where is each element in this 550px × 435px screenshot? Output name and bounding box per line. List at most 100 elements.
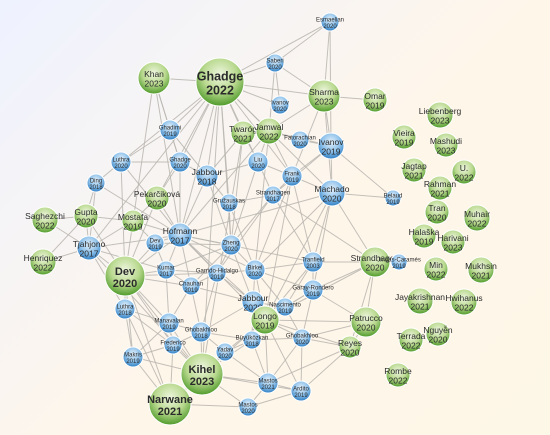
- node-circle[interactable]: [220, 234, 242, 256]
- node-circle[interactable]: [195, 164, 219, 188]
- node-circle[interactable]: [350, 306, 382, 338]
- node-circle[interactable]: [230, 120, 256, 146]
- node-circle[interactable]: [265, 53, 285, 73]
- node-circle[interactable]: [244, 259, 266, 281]
- node-circle[interactable]: [145, 233, 165, 253]
- node-circle[interactable]: [385, 362, 411, 388]
- node-circle[interactable]: [359, 246, 391, 278]
- node-circle[interactable]: [250, 305, 280, 335]
- node-circle[interactable]: [257, 372, 279, 394]
- node-circle[interactable]: [424, 199, 450, 225]
- node-circle[interactable]: [290, 380, 312, 402]
- node-circle[interactable]: [86, 173, 106, 193]
- node-circle[interactable]: [263, 185, 283, 205]
- node-circle[interactable]: [426, 101, 454, 129]
- node-circle[interactable]: [181, 276, 201, 296]
- node-circle[interactable]: [292, 328, 312, 348]
- node-circle[interactable]: [148, 382, 192, 426]
- node-circle[interactable]: [163, 335, 183, 355]
- node-circle[interactable]: [195, 57, 245, 107]
- node-circle[interactable]: [440, 229, 466, 255]
- node-circle[interactable]: [159, 119, 181, 141]
- node-circle[interactable]: [158, 312, 180, 334]
- node-circle[interactable]: [238, 397, 258, 417]
- node-circle[interactable]: [167, 222, 193, 248]
- node-circle[interactable]: [398, 327, 424, 353]
- node-circle[interactable]: [190, 321, 212, 343]
- node-circle[interactable]: [180, 352, 224, 396]
- node-circle[interactable]: [169, 151, 191, 173]
- node-circle[interactable]: [144, 185, 170, 211]
- node-circle[interactable]: [219, 193, 239, 213]
- node-circle[interactable]: [255, 117, 283, 145]
- node-circle[interactable]: [104, 255, 146, 297]
- node-circle[interactable]: [121, 209, 145, 233]
- node-circle[interactable]: [425, 321, 451, 347]
- node-circle[interactable]: [270, 95, 290, 115]
- node-circle[interactable]: [290, 130, 310, 150]
- node-circle[interactable]: [384, 189, 402, 207]
- node-circle[interactable]: [411, 223, 437, 249]
- node-circle[interactable]: [215, 342, 235, 362]
- node-circle[interactable]: [122, 346, 144, 368]
- node-circle[interactable]: [423, 256, 449, 282]
- node-circle[interactable]: [433, 132, 459, 158]
- node-circle[interactable]: [114, 298, 136, 320]
- node-circle[interactable]: [76, 235, 102, 261]
- node-circle[interactable]: [156, 260, 176, 280]
- node-u2022[interactable]: U.2022: [451, 159, 477, 185]
- node-circle[interactable]: [302, 279, 324, 301]
